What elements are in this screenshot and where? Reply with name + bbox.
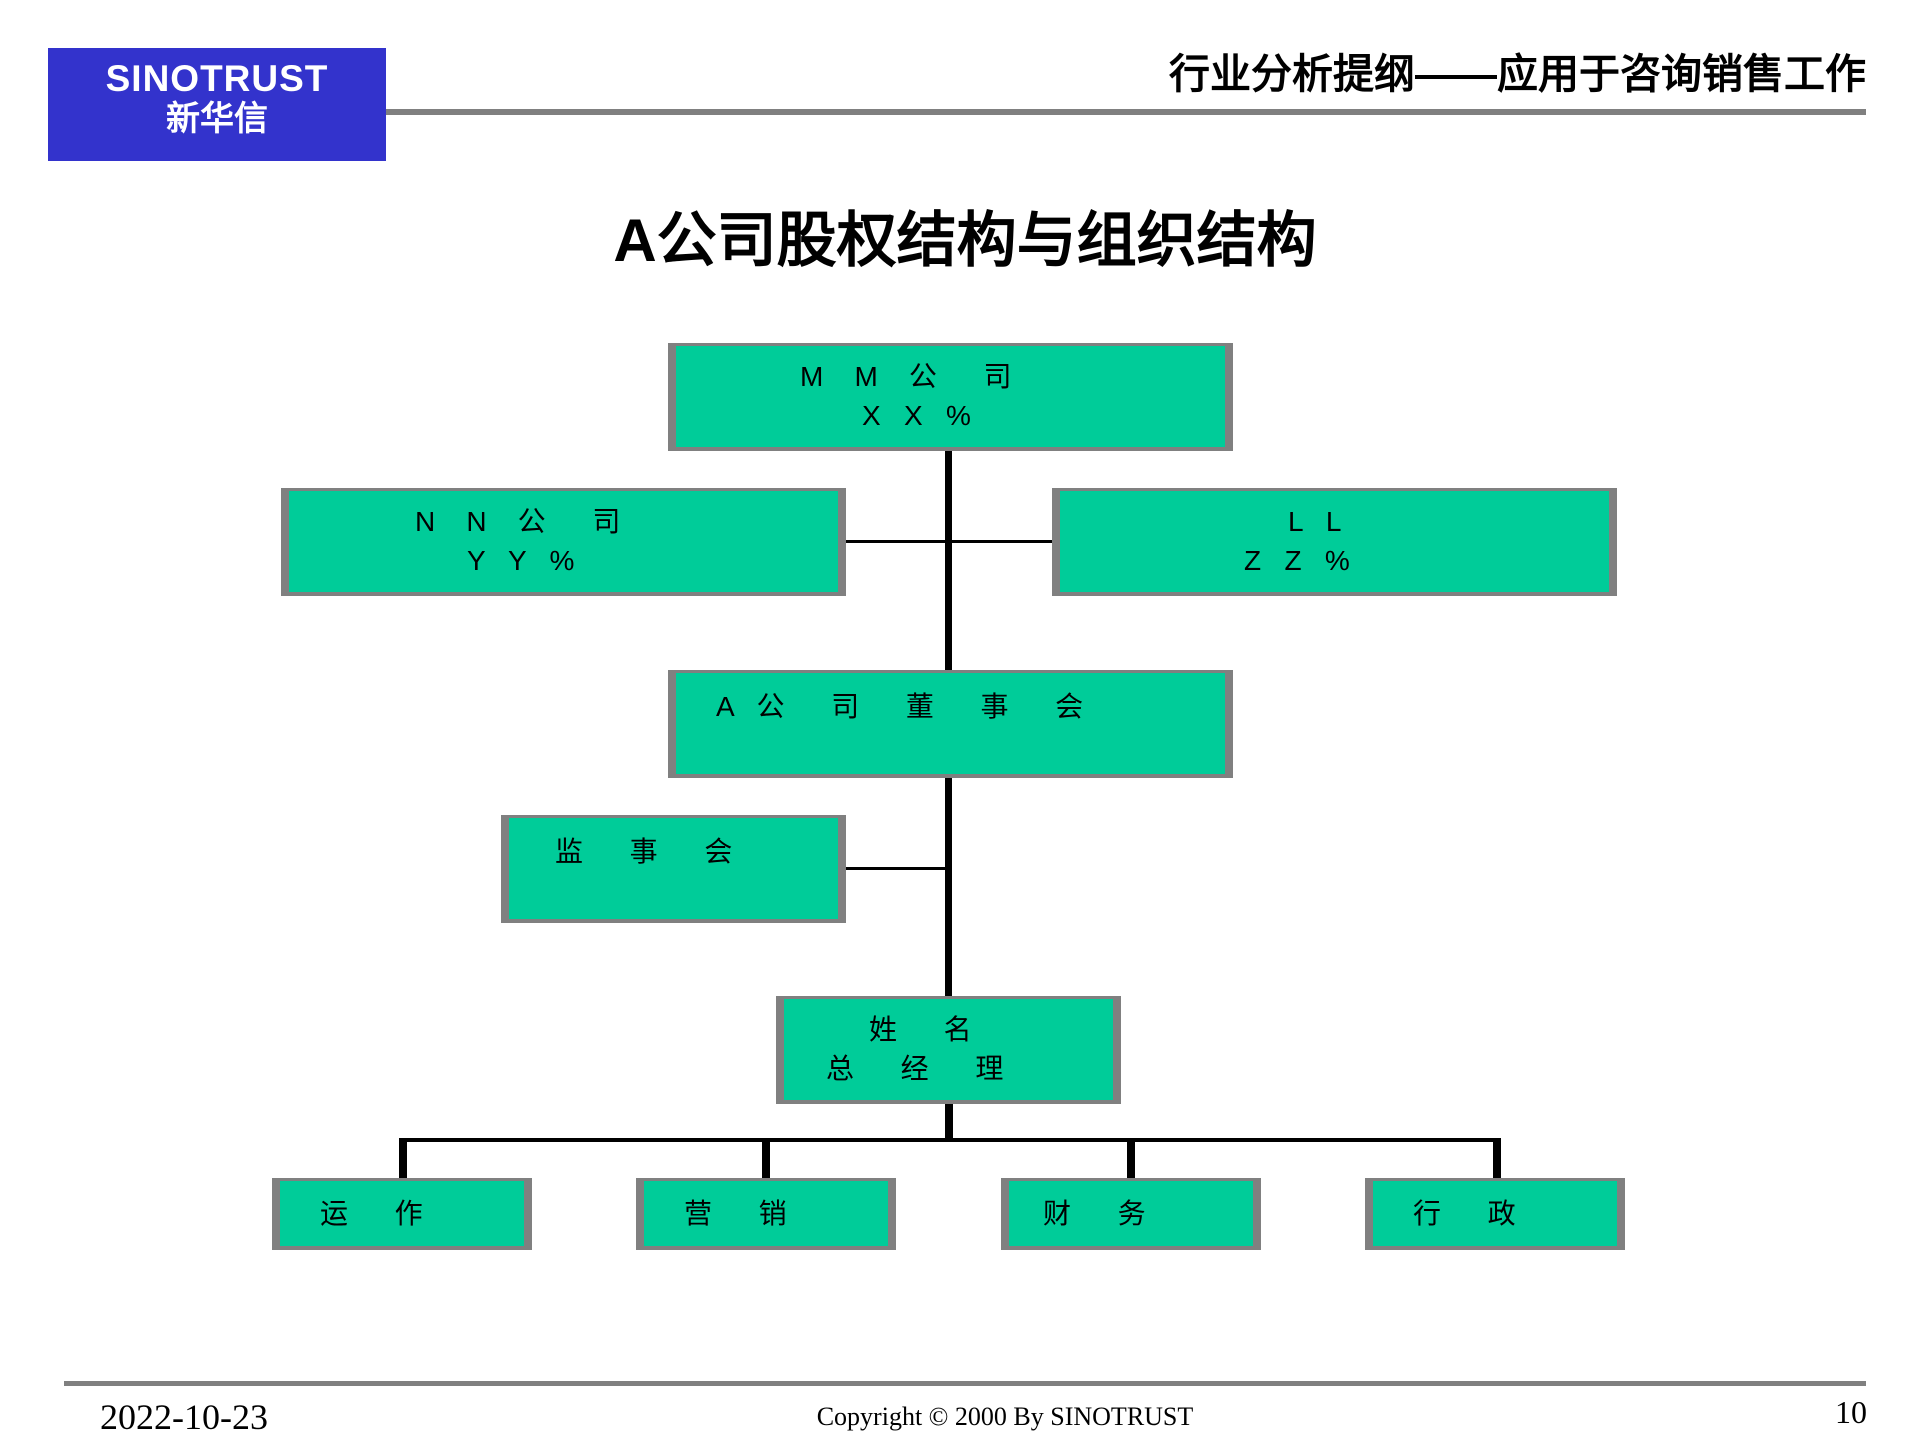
supervisory-board-box[interactable]: 监 事 会 [501,815,846,923]
footer-date: 2022-10-23 [100,1397,268,1437]
slide-title: A公司股权结构与组织结构 [613,207,1317,274]
shareholder-nn-share: Y Y % [467,545,575,576]
shareholder-box-mm[interactable]: M M 公 司 X X % [668,343,1233,451]
footer-copyright: Copyright © 2000 By SINOTRUST [816,1402,1194,1431]
connector-supervisors-horizontal [845,867,948,870]
department-label: 行 政 [1413,1198,1516,1229]
board-of-directors-box[interactable]: A 公 司 董 事 会 [668,670,1233,778]
general-manager-box[interactable]: 姓 名 总 经 理 [776,996,1121,1104]
department-label: 营 销 [684,1198,787,1229]
department-box-administration[interactable]: 行 政 [1365,1178,1625,1250]
general-manager-title: 总 经 理 [826,1053,1004,1084]
department-box-operations[interactable]: 运 作 [272,1178,532,1250]
logo-text-en: SINOTRUST [105,58,329,99]
general-manager-name: 姓 名 [869,1014,972,1045]
connector-gm-down [945,1104,953,1142]
page-number: 10 [1835,1394,1867,1430]
shareholder-box-ll[interactable]: L L Z Z % [1052,488,1617,596]
connector-dept-1 [399,1138,407,1178]
logo-text-cn: 新华信 [166,100,268,138]
connector-dept-2 [762,1138,770,1178]
department-box-marketing[interactable]: 营 销 [636,1178,896,1250]
connector-shareholders-horizontal [845,540,1052,543]
connector-dept-3 [1127,1138,1135,1178]
shareholder-ll-name: L L [1288,506,1342,537]
connector-departments-bus [399,1138,1501,1142]
shareholder-nn-name: N N 公 司 [415,506,621,537]
department-box-finance[interactable]: 财 务 [1001,1178,1261,1250]
shareholder-box-nn[interactable]: N N 公 司 Y Y % [281,488,846,596]
supervisory-board-label: 监 事 会 [555,836,733,867]
header-divider [386,109,1866,115]
shareholder-mm-name: M M 公 司 [800,361,1012,392]
board-label: A 公 司 董 事 会 [716,691,1084,722]
department-label: 财 务 [1043,1198,1146,1229]
shareholder-ll-share: Z Z % [1244,545,1350,576]
connector-dept-4 [1493,1138,1501,1178]
shareholder-mm-share: X X % [862,400,971,431]
footer-divider [64,1381,1866,1386]
header-title: 行业分析提纲——应用于咨询销售工作 [1169,51,1866,97]
department-label: 运 作 [320,1198,423,1229]
sinotrust-logo: SINOTRUST 新华信 [48,48,386,161]
